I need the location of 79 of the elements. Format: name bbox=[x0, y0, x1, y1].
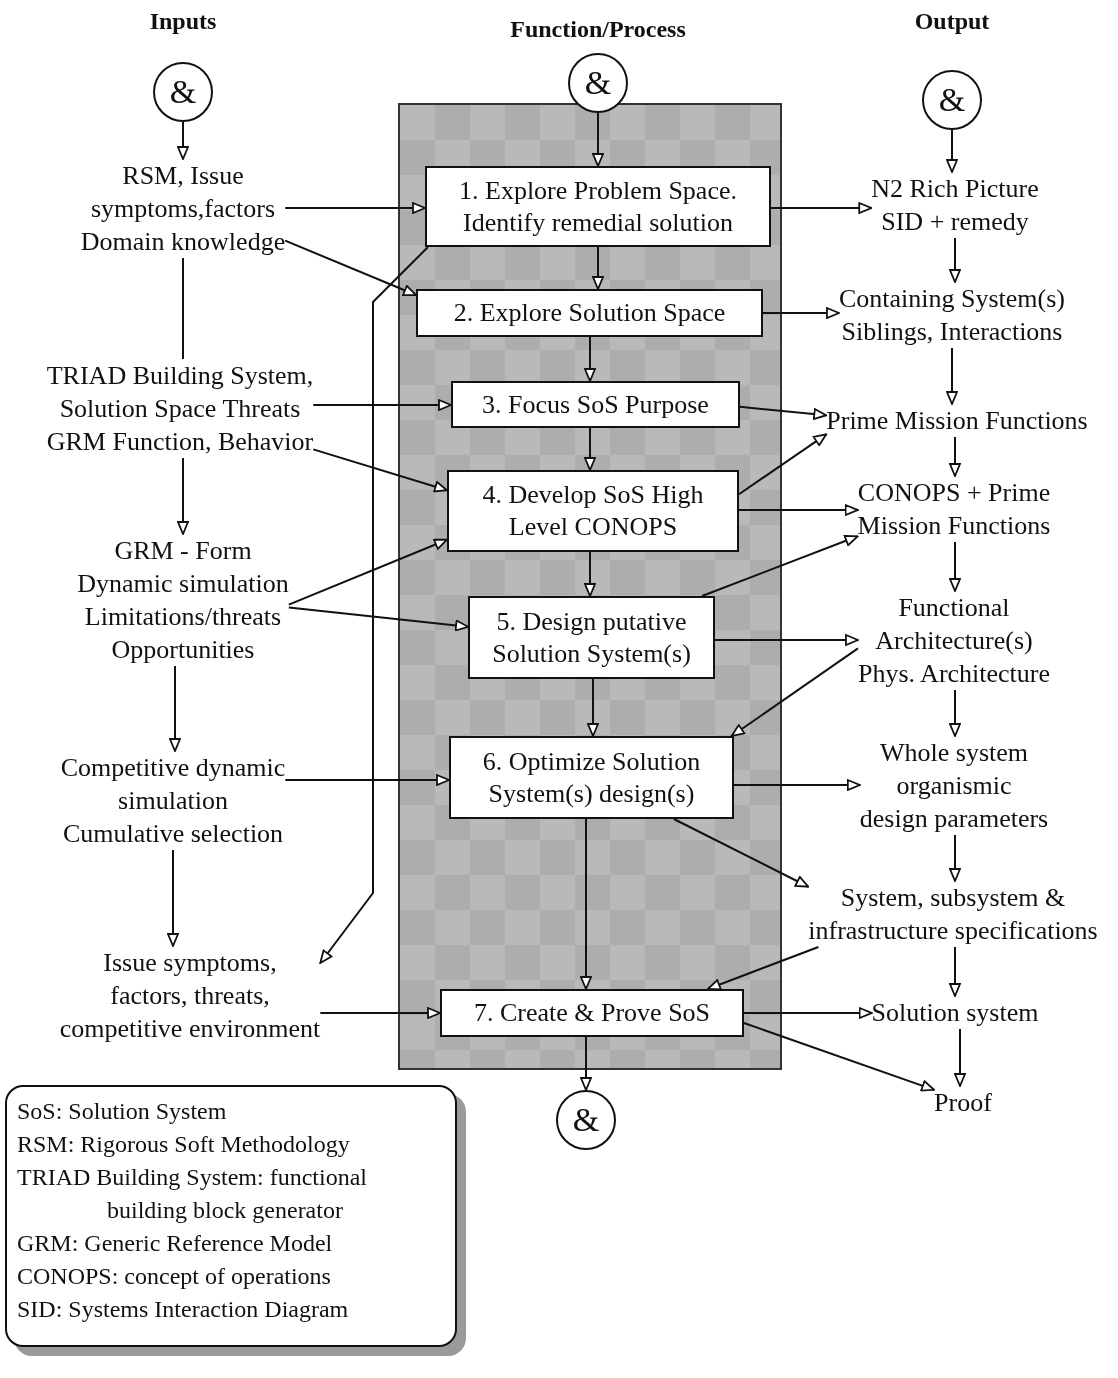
arrow bbox=[584, 551, 596, 597]
arrow bbox=[949, 237, 961, 283]
arrow bbox=[592, 246, 604, 290]
arrow bbox=[167, 849, 179, 947]
arrow bbox=[701, 535, 859, 597]
connector-line bbox=[182, 257, 184, 360]
arrow bbox=[954, 1028, 966, 1087]
output-text: Solution system bbox=[871, 996, 1039, 1029]
arrow bbox=[580, 818, 592, 990]
arrow bbox=[580, 1036, 592, 1091]
arrow bbox=[730, 647, 859, 737]
junction-circle: & bbox=[153, 62, 213, 122]
arrow bbox=[949, 946, 961, 997]
column-heading: Output bbox=[914, 8, 990, 35]
definition-text: SoS: Solution System bbox=[17, 1097, 228, 1126]
arrow bbox=[287, 538, 448, 606]
output-text: N2 Rich Picture SID + remedy bbox=[871, 172, 1039, 238]
arrow bbox=[738, 433, 828, 496]
arrow bbox=[284, 202, 426, 214]
arrow bbox=[287, 606, 469, 632]
arrow bbox=[762, 307, 840, 319]
output-text: Prime Mission Functions bbox=[826, 404, 1088, 437]
definition-text: CONOPS: concept of operations bbox=[17, 1262, 332, 1291]
process-box: 1. Explore Problem Space. Identify remedial solution bbox=[425, 166, 771, 247]
arrow bbox=[284, 774, 450, 786]
definition-text: GRM: Generic Reference Model bbox=[17, 1229, 334, 1258]
arrow bbox=[319, 246, 429, 964]
process-box: 4. Develop SoS High Level CONOPS bbox=[447, 470, 739, 552]
arrow bbox=[312, 448, 448, 493]
arrow bbox=[312, 399, 452, 411]
arrow bbox=[284, 239, 417, 296]
arrow bbox=[584, 427, 596, 471]
process-box: 2. Explore Solution Space bbox=[416, 289, 763, 337]
output-text: Proof bbox=[934, 1086, 992, 1119]
arrow bbox=[706, 946, 820, 991]
arrow bbox=[949, 436, 961, 477]
arrow bbox=[177, 457, 189, 535]
input-text: TRIAD Building System, Solution Space Threats GRM Function, Behavior bbox=[46, 359, 314, 458]
arrow bbox=[319, 1007, 441, 1019]
arrow bbox=[672, 818, 810, 888]
junction-circle: & bbox=[556, 1090, 616, 1150]
junction-circle: & bbox=[568, 53, 628, 113]
arrow bbox=[949, 689, 961, 737]
definition-text: TRIAD Building System: functional building block generator bbox=[17, 1163, 368, 1225]
process-box: 5. Design putative Solution System(s) bbox=[468, 596, 715, 679]
output-text: Whole system organismic design parameters bbox=[859, 736, 1049, 835]
output-text: Functional Architecture(s) Phys. Architecture bbox=[857, 591, 1051, 690]
input-text: RSM, Issue symptoms,factors Domain knowledge bbox=[80, 159, 286, 258]
arrow bbox=[169, 665, 181, 752]
arrow bbox=[714, 634, 859, 646]
arrow bbox=[738, 504, 859, 516]
process-box: 7. Create & Prove SoS bbox=[440, 989, 744, 1037]
arrow bbox=[743, 1022, 936, 1092]
input-text: GRM - Form Dynamic simulation Limitations/threats Opportunities bbox=[77, 534, 289, 666]
arrow bbox=[592, 112, 604, 167]
definition-text: SID: Systems Interaction Diagram bbox=[17, 1295, 350, 1324]
column-heading: Inputs bbox=[149, 8, 217, 35]
arrow bbox=[177, 121, 189, 160]
arrow bbox=[949, 834, 961, 882]
definition-text: RSM: Rigorous Soft Methodology bbox=[17, 1130, 351, 1159]
column-heading: Function/Process bbox=[510, 16, 686, 43]
arrow bbox=[587, 678, 599, 737]
process-panel bbox=[398, 103, 782, 1070]
output-text: Containing System(s) Siblings, Interactions bbox=[838, 282, 1066, 348]
arrow bbox=[949, 541, 961, 592]
arrow bbox=[946, 129, 958, 173]
input-text: Issue symptoms, factors, threats, competitive environment bbox=[59, 946, 321, 1045]
output-text: CONOPS + Prime Mission Functions bbox=[857, 476, 1051, 542]
input-text: Competitive dynamic simulation Cumulative selection bbox=[60, 751, 286, 850]
arrow bbox=[584, 336, 596, 382]
arrow bbox=[946, 347, 958, 405]
arrow bbox=[739, 405, 828, 420]
process-box: 6. Optimize Solution System(s) design(s) bbox=[449, 736, 734, 819]
output-text: System, subsystem & infrastructure specifications bbox=[808, 881, 1098, 947]
arrow bbox=[733, 779, 861, 791]
junction-circle: & bbox=[922, 70, 982, 130]
arrow bbox=[770, 202, 873, 214]
process-box: 3. Focus SoS Purpose bbox=[451, 381, 740, 428]
arrow bbox=[743, 1007, 873, 1019]
